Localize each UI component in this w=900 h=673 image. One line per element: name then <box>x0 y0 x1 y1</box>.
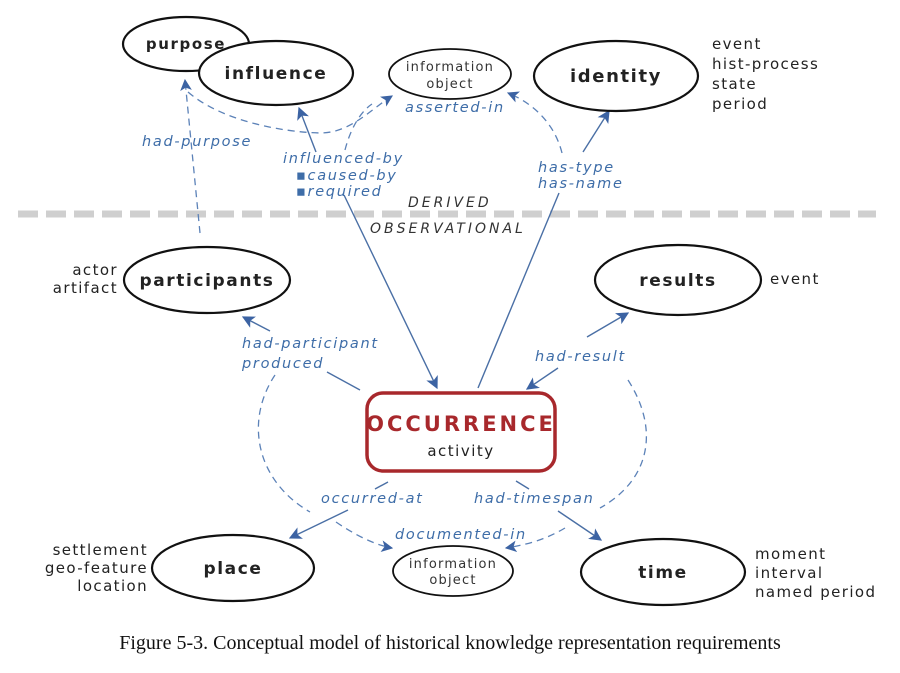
occurrence-subtitle: activity <box>427 442 494 460</box>
edge-label-had-participant: had-participant <box>242 336 379 352</box>
edge-label-asserted-in: asserted-in <box>405 100 505 116</box>
edge-has-type <box>582 109 610 153</box>
place-type-geo-feature: geo-feature <box>45 559 148 577</box>
identity-type-period: period <box>712 95 768 113</box>
edge-label-had-purpose: had-purpose <box>142 134 252 150</box>
edge-label-required: ▪required <box>296 184 383 200</box>
edge-documented-in-left <box>335 521 394 552</box>
time-type-named-period: named period <box>755 583 876 601</box>
identity-type-list: event hist-process state period <box>712 35 819 113</box>
edge-had-participant <box>241 316 271 332</box>
node-occurrence[interactable]: OCCURRENCE activity <box>365 391 557 473</box>
edge-label-has-name: has-name <box>538 176 624 192</box>
participant-type-artifact: artifact <box>53 279 118 297</box>
participant-type-actor: actor <box>72 261 118 279</box>
node-place[interactable]: place <box>150 533 316 603</box>
edge-occurrence-arrow-in <box>343 194 438 390</box>
edge-had-timespan <box>557 510 603 541</box>
results-type-event: event <box>770 270 820 288</box>
edge-identity-asserted-in <box>506 91 563 154</box>
layer-label-derived: DERIVED <box>408 195 492 211</box>
place-type-settlement: settlement <box>53 541 148 559</box>
edge-influenced-by <box>297 106 317 153</box>
edge-had-purpose <box>180 78 201 234</box>
node-identity[interactable]: identity <box>532 39 700 113</box>
node-influence[interactable]: influence <box>197 39 355 107</box>
edge-left-arc <box>257 374 311 513</box>
edge-documented-in-right <box>504 527 566 553</box>
edge-influenced-dashed <box>344 103 373 151</box>
time-type-list: moment interval named period <box>755 545 876 601</box>
info-bottom-line1: information <box>409 557 497 572</box>
edge-label-had-timespan: had-timespan <box>474 491 595 507</box>
identity-type-state: state <box>712 75 757 93</box>
info-bottom-line2: object <box>429 573 476 588</box>
node-results[interactable]: results <box>593 243 763 317</box>
node-identity-label: identity <box>570 66 662 87</box>
place-type-list: settlement geo-feature location <box>45 541 148 595</box>
conceptual-model-diagram: DERIVED OBSERVATIONAL purpose influence … <box>18 15 876 607</box>
node-purpose-label: purpose <box>146 35 226 53</box>
node-participants-label: participants <box>139 271 274 291</box>
place-type-location: location <box>77 577 148 595</box>
edge-occurred-at-upper <box>374 481 389 490</box>
time-type-interval: interval <box>755 564 823 582</box>
edge-label-had-result: had-result <box>535 349 626 365</box>
node-information-object-top[interactable]: information object <box>388 48 512 100</box>
node-influence-label: influence <box>225 64 328 84</box>
identity-type-event: event <box>712 35 762 53</box>
edge-had-participant-lower <box>326 371 361 391</box>
node-participants[interactable]: participants <box>122 245 292 315</box>
edge-label-caused-by: ▪caused-by <box>296 168 398 184</box>
edge-had-result-upper <box>586 312 630 338</box>
edge-occurred-at <box>288 509 349 539</box>
occurrence-title: OCCURRENCE <box>366 412 556 436</box>
node-results-label: results <box>639 271 716 291</box>
edge-has-type-lower <box>477 192 560 389</box>
node-place-label: place <box>203 559 262 579</box>
edge-right-arc <box>599 379 648 509</box>
info-top-line1: information <box>406 60 494 75</box>
time-type-moment: moment <box>755 545 826 563</box>
edge-label-produced: produced <box>241 356 324 372</box>
edge-label-has-type: has-type <box>538 160 615 176</box>
edge-label-occurred-at: occurred-at <box>321 491 424 507</box>
edge-influence-asserted-in <box>187 91 393 134</box>
edge-label-influenced-by: influenced-by <box>283 151 404 167</box>
edge-label-documented-in: documented-in <box>395 527 527 543</box>
figure-caption: Figure 5-3. Conceptual model of historic… <box>119 632 781 654</box>
info-top-line2: object <box>426 77 473 92</box>
node-information-object-bottom[interactable]: information object <box>392 545 514 597</box>
node-time-label: time <box>638 563 688 583</box>
participants-type-list: actor artifact <box>53 261 118 297</box>
identity-type-hist-process: hist-process <box>712 55 819 73</box>
layer-label-observational: OBSERVATIONAL <box>370 221 526 237</box>
edge-had-result-lower <box>525 367 559 390</box>
edge-had-timespan-upper <box>515 480 530 490</box>
node-time[interactable]: time <box>579 537 747 607</box>
